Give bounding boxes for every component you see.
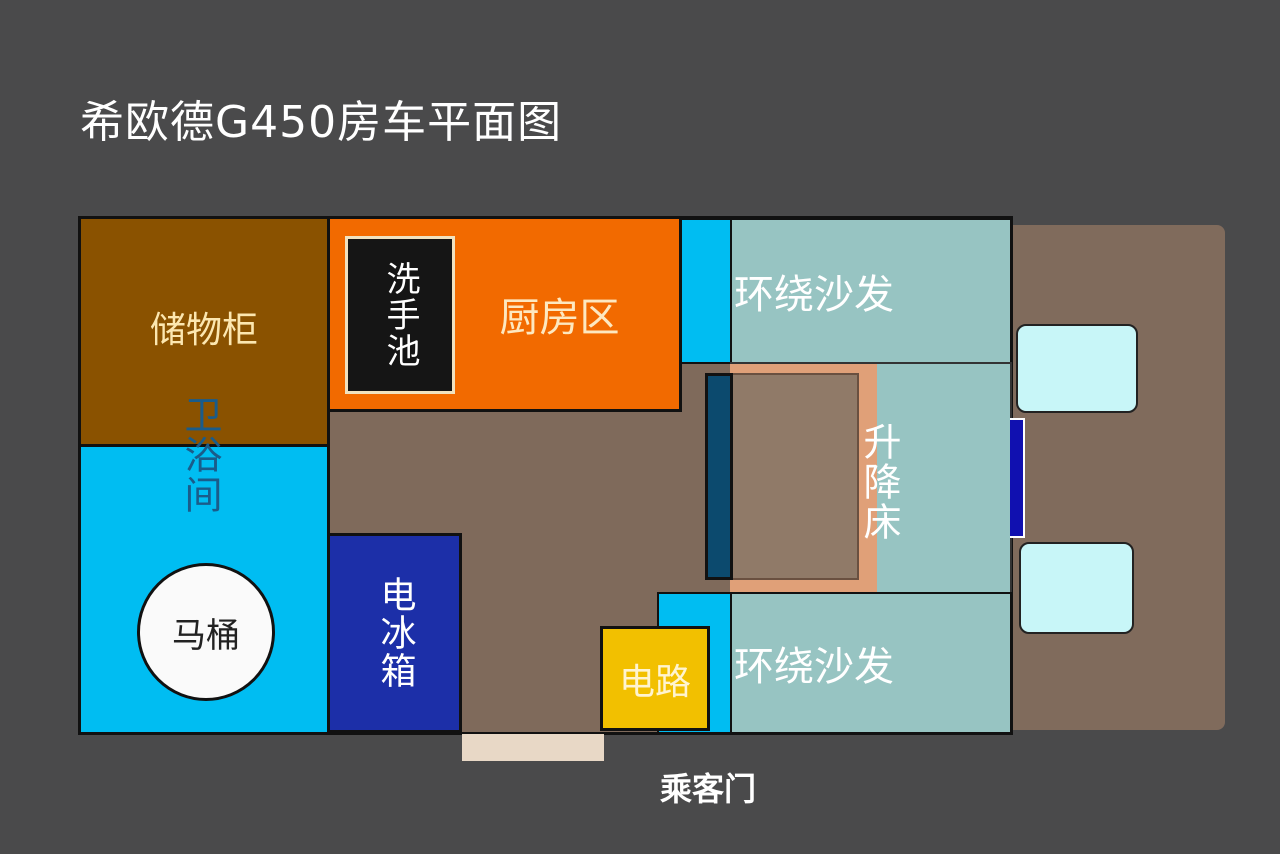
passenger-door (462, 734, 604, 761)
kitchen-label: 厨房区 (499, 295, 620, 341)
toilet-label: 马桶 (172, 615, 240, 656)
sofa-top: 环绕沙发 (730, 218, 1012, 364)
lift-bed-inner (730, 373, 859, 580)
cab-area (1005, 225, 1225, 730)
passenger-door-label: 乘客门 (660, 770, 757, 808)
circuit-label: 电路 (618, 661, 691, 703)
dark-panel (705, 373, 733, 580)
sofa-top-label: 环绕沙发 (734, 272, 894, 318)
sofa-bottom-label: 环绕沙发 (734, 644, 894, 690)
sink-label: 洗手池 (380, 261, 420, 369)
circuit-box: 电路 (600, 626, 710, 731)
driver-seat (1016, 324, 1138, 413)
passenger-seat (1019, 542, 1134, 634)
storage-label: 储物柜 (149, 309, 258, 351)
sofa-bottom: 环绕沙发 (730, 592, 1012, 734)
fridge-label: 电冰箱 (374, 576, 416, 690)
page-title: 希欧德G450房车平面图 (80, 97, 563, 148)
toilet: 马桶 (137, 563, 275, 701)
bathroom-label: 卫浴间 (178, 395, 222, 515)
sink: 洗手池 (345, 236, 455, 394)
blue-strip-top (680, 218, 732, 364)
cab-divider (1010, 418, 1025, 538)
lift-bed-label: 升降床 (857, 422, 901, 542)
fridge: 电冰箱 (327, 533, 462, 733)
